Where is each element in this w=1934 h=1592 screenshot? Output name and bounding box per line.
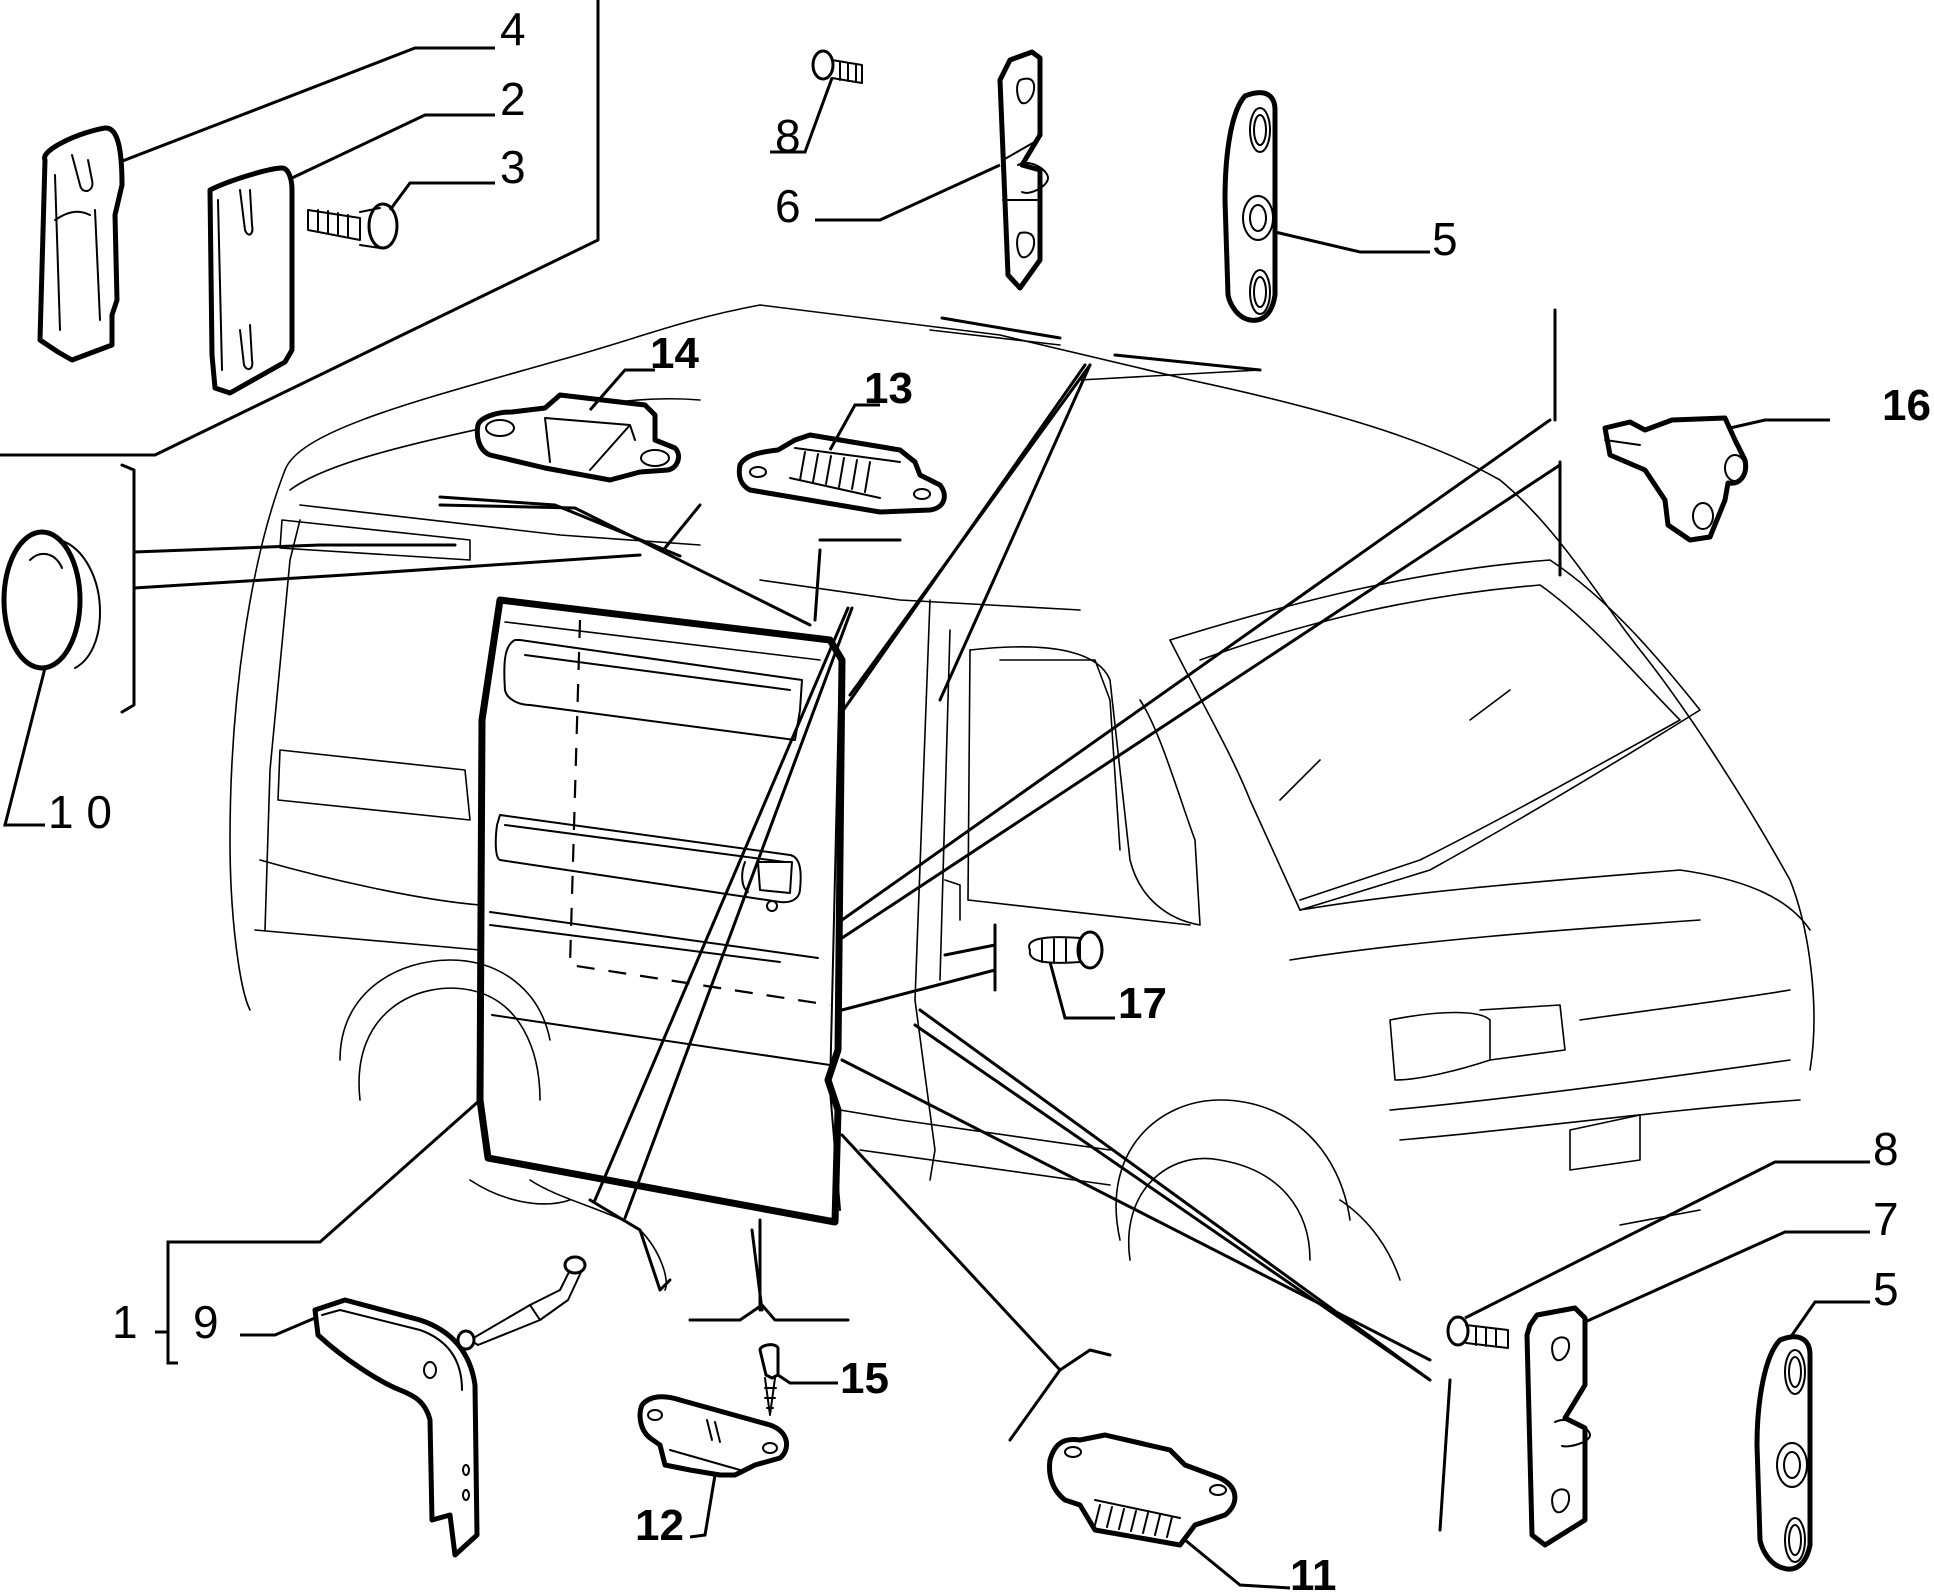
van-body [229, 304, 1815, 1291]
callout-11: 11 [1290, 1551, 1337, 1592]
callout-12: 12 [635, 1501, 684, 1550]
callout-9: 9 [193, 1296, 219, 1348]
callout-8-top: 8 [775, 110, 801, 162]
part-3-bolt [307, 202, 399, 250]
part-9-roller-arm [312, 1255, 587, 1558]
leader-bundle [438, 308, 1562, 1532]
callout-2: 2 [500, 73, 526, 125]
part-10-plug [1, 529, 101, 671]
part-13-upper-buffer [736, 432, 947, 515]
callout-4: 4 [500, 3, 526, 55]
callout-3: 3 [500, 141, 526, 193]
part-12-lower-guide [637, 1394, 790, 1478]
part-14-upper-guide [474, 392, 681, 483]
part-8-screw-bottom [1446, 1315, 1509, 1349]
part-6-striker [997, 49, 1049, 291]
sliding-door-part-1 [476, 596, 846, 1226]
callout-1: 1 [112, 1296, 138, 1348]
callout-17: 17 [1118, 979, 1167, 1028]
part-2-plate [207, 165, 295, 396]
callout-6: 6 [775, 180, 801, 232]
callout-10: 1 0 [48, 786, 112, 838]
callout-8-bottom: 8 [1873, 1123, 1899, 1175]
callout-7: 7 [1873, 1193, 1899, 1245]
part-15-screw [758, 1343, 780, 1416]
callout-labels: 4 2 3 8 6 5 14 13 16 1 0 17 8 7 5 1 9 15… [48, 3, 1931, 1592]
part-8-screw-top [811, 49, 863, 84]
callout-15: 15 [840, 1354, 889, 1403]
callout-5-top: 5 [1432, 213, 1458, 265]
callout-13: 13 [864, 364, 913, 413]
part-7-striker [1524, 1305, 1591, 1548]
part-16-door-switch [1602, 415, 1749, 543]
part-17-screw [1028, 930, 1104, 970]
part-11-lower-buffer [1047, 1432, 1238, 1548]
part-4-guide-bracket [37, 125, 125, 363]
callout-5-bottom: 5 [1873, 1263, 1899, 1315]
callout-16: 16 [1882, 381, 1931, 430]
callout-leaders [3, 46, 1870, 1590]
part-5-backing-plate-top [1222, 90, 1278, 323]
part-5-backing-plate-bottom [1754, 1334, 1813, 1572]
callout-14: 14 [650, 329, 699, 378]
upper-left-group-bracket [0, 0, 642, 714]
